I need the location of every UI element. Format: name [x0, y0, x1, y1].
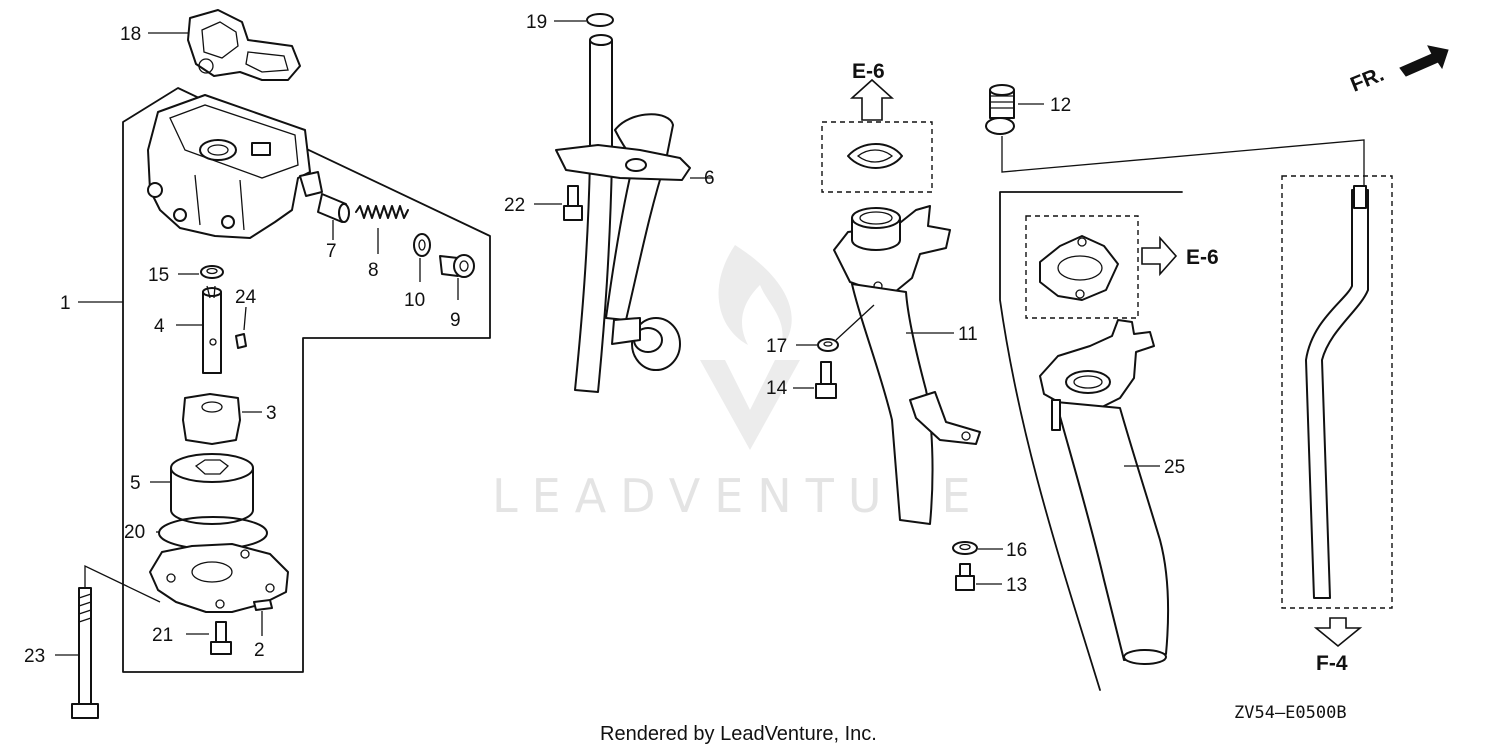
watermark-text: LEADVENTURE: [492, 469, 985, 523]
diagram-code: ZV54—E0500B: [1234, 703, 1347, 723]
gasket-part-18: [187, 9, 301, 81]
ref-e6-right-label: E-6: [1186, 246, 1219, 269]
callout-2: 2: [254, 640, 265, 661]
ref-f4-label: F-4: [1316, 652, 1348, 675]
callout-15: 15: [148, 265, 169, 286]
callout-14: 14: [766, 378, 788, 399]
grommet-part-12: [985, 84, 1365, 186]
callout-4: 4: [154, 316, 165, 337]
pump-body: [147, 94, 323, 239]
callout-11: 11: [958, 324, 978, 345]
front-arrow: FR.: [1347, 45, 1449, 97]
bolt-part-21: [186, 621, 232, 655]
plug-bolt-part-9: [439, 254, 475, 300]
credit-text: Rendered by LeadVenture, Inc.: [600, 723, 877, 745]
front-label: FR.: [1347, 63, 1387, 97]
callout-24: 24: [235, 287, 257, 308]
washer-part-15: [178, 265, 224, 279]
callout-1: 1: [60, 293, 71, 314]
callout-9: 9: [450, 310, 461, 331]
reference-e6-right: [1025, 215, 1178, 319]
long-bolt-part-23: [55, 564, 161, 719]
breather-tube: [1281, 175, 1393, 648]
callout-21: 21: [152, 625, 173, 646]
callout-19: 19: [526, 12, 547, 33]
callout-23: 23: [24, 646, 45, 667]
callout-25: 25: [1164, 457, 1185, 478]
pin-part-24: [235, 306, 247, 349]
bolt-part-13: [955, 563, 1002, 591]
washer-part-17: [796, 304, 875, 352]
reference-e6-top: [821, 78, 933, 193]
pump-cover-part-2: [149, 543, 289, 636]
callout-12: 12: [1050, 95, 1071, 116]
callout-16: 16: [1006, 540, 1027, 561]
callout-18: 18: [120, 24, 141, 45]
callout-10: 10: [404, 290, 425, 311]
sleeve-part-7: [317, 193, 350, 240]
callout-3: 3: [266, 403, 277, 424]
outer-rotor-part-5: [150, 453, 254, 525]
watermark: LEADVENTURE: [492, 245, 985, 523]
o-ring-part-19: [554, 13, 614, 27]
bolt-part-14: [793, 361, 837, 399]
washer-part-10: [413, 233, 431, 282]
spring-part-8: [355, 205, 409, 254]
callout-6: 6: [704, 168, 715, 189]
pipe-part-11: [833, 205, 981, 525]
callout-7: 7: [326, 241, 337, 262]
oil-strainer-part-6: [555, 34, 712, 393]
callout-8: 8: [368, 260, 379, 281]
callout-17: 17: [766, 336, 787, 357]
inner-rotor-part-3: [182, 393, 262, 445]
ref-e6-top-label: E-6: [852, 60, 885, 83]
shaft-part-4: [176, 285, 222, 374]
pipe-part-25: [1039, 319, 1169, 665]
section-divider: [999, 191, 1183, 691]
callout-5: 5: [130, 473, 141, 494]
bolt-part-22: [534, 185, 583, 221]
callout-13: 13: [1006, 575, 1027, 596]
callout-20: 20: [124, 522, 145, 543]
washer-part-16: [952, 541, 1003, 555]
callout-22: 22: [504, 195, 525, 216]
